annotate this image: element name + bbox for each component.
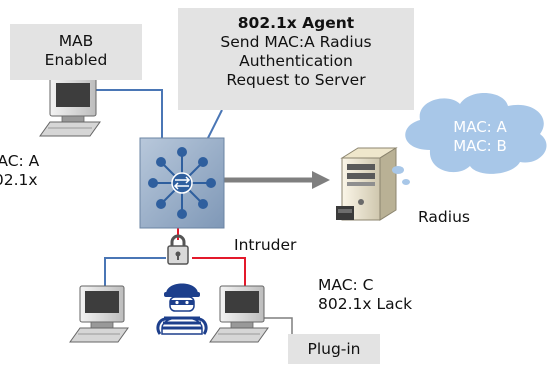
link-lock-to-intruder-pc [192,257,246,290]
host-a-mode: 802.1x [0,171,38,189]
desktop-computer-icon [69,285,129,343]
padlock-icon [167,234,189,265]
host-a-mac: MAC: A [0,152,40,170]
link-plugin-callout [258,317,293,336]
agent-callout-line3: Request to Server [226,71,366,89]
cloud-mac-a: MAC: A [453,118,507,136]
connections [85,82,293,336]
plugin-callout: Plug-in [288,334,380,364]
link-agent-callout [207,109,223,139]
mab-callout: MAB Enabled [10,24,142,80]
mab-callout-line1: MAB [58,32,94,50]
auth-request-arrow [224,171,330,189]
cloud-text: MAC: A MAC: B [430,118,530,156]
agent-callout-line2: Authentication [239,52,353,70]
radius-label: Radius [418,208,470,226]
plugin-callout-label: Plug-in [307,340,361,358]
agent-callout: 802.1x Agent Send MAC:A Radius Authentic… [178,8,414,110]
server-tower-icon [336,147,398,221]
desktop-computer-icon [209,285,269,343]
link-lock-to-left-pc [104,257,166,290]
mab-callout-line2: Enabled [44,51,108,69]
host-a-label: MAC: A 802.1x [0,152,64,190]
switch-icon [139,137,225,229]
host-c-mac: MAC: C [318,276,374,294]
burglar-icon [156,283,208,335]
desktop-computer-icon [39,77,101,137]
host-c-mode: 802.1x Lack [318,295,413,313]
intruder-label: Intruder [234,236,297,254]
link-host-a-to-switch [85,82,163,138]
mac-table-cloud [392,92,547,185]
cloud-mac-b: MAC: B [453,137,507,155]
host-c-label: MAC: C 802.1x Lack [318,276,458,314]
agent-callout-title: 802.1x Agent [237,14,355,32]
agent-callout-line1: Send MAC:A Radius [220,33,372,51]
